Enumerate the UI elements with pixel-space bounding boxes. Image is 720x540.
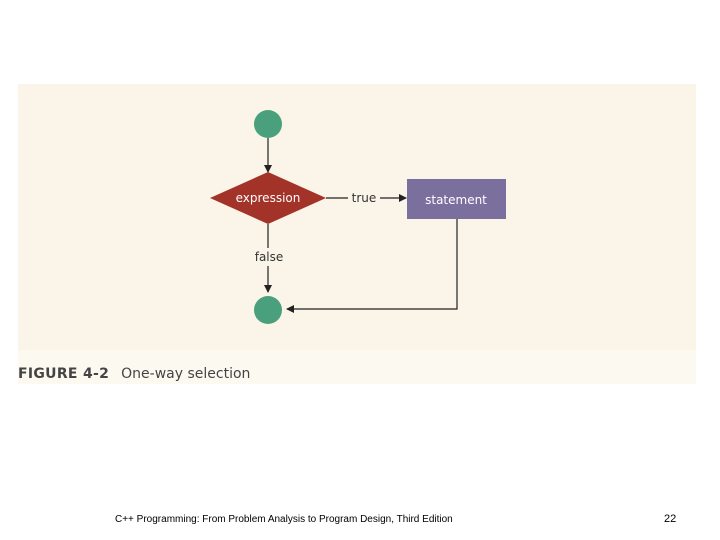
- false-label: false: [255, 250, 284, 264]
- footer-book-title: C++ Programming: From Problem Analysis t…: [115, 514, 453, 525]
- end-node: [254, 296, 282, 324]
- statement-box: [407, 179, 506, 219]
- decision-label: expression: [236, 191, 301, 205]
- figure-caption-label: FIGURE 4-2: [18, 366, 110, 382]
- true-label: true: [352, 191, 377, 205]
- start-node: [254, 110, 282, 138]
- decision-diamond: [210, 172, 326, 224]
- figure-panel: [18, 84, 696, 350]
- statement-return-arrow: [286, 219, 458, 313]
- caption-band: [18, 350, 696, 384]
- statement-label: statement: [425, 193, 487, 207]
- page-number: 22: [664, 513, 677, 525]
- figure-caption: FIGURE 4-2 One-way selection: [18, 366, 250, 382]
- figure-caption-title: One-way selection: [121, 366, 251, 382]
